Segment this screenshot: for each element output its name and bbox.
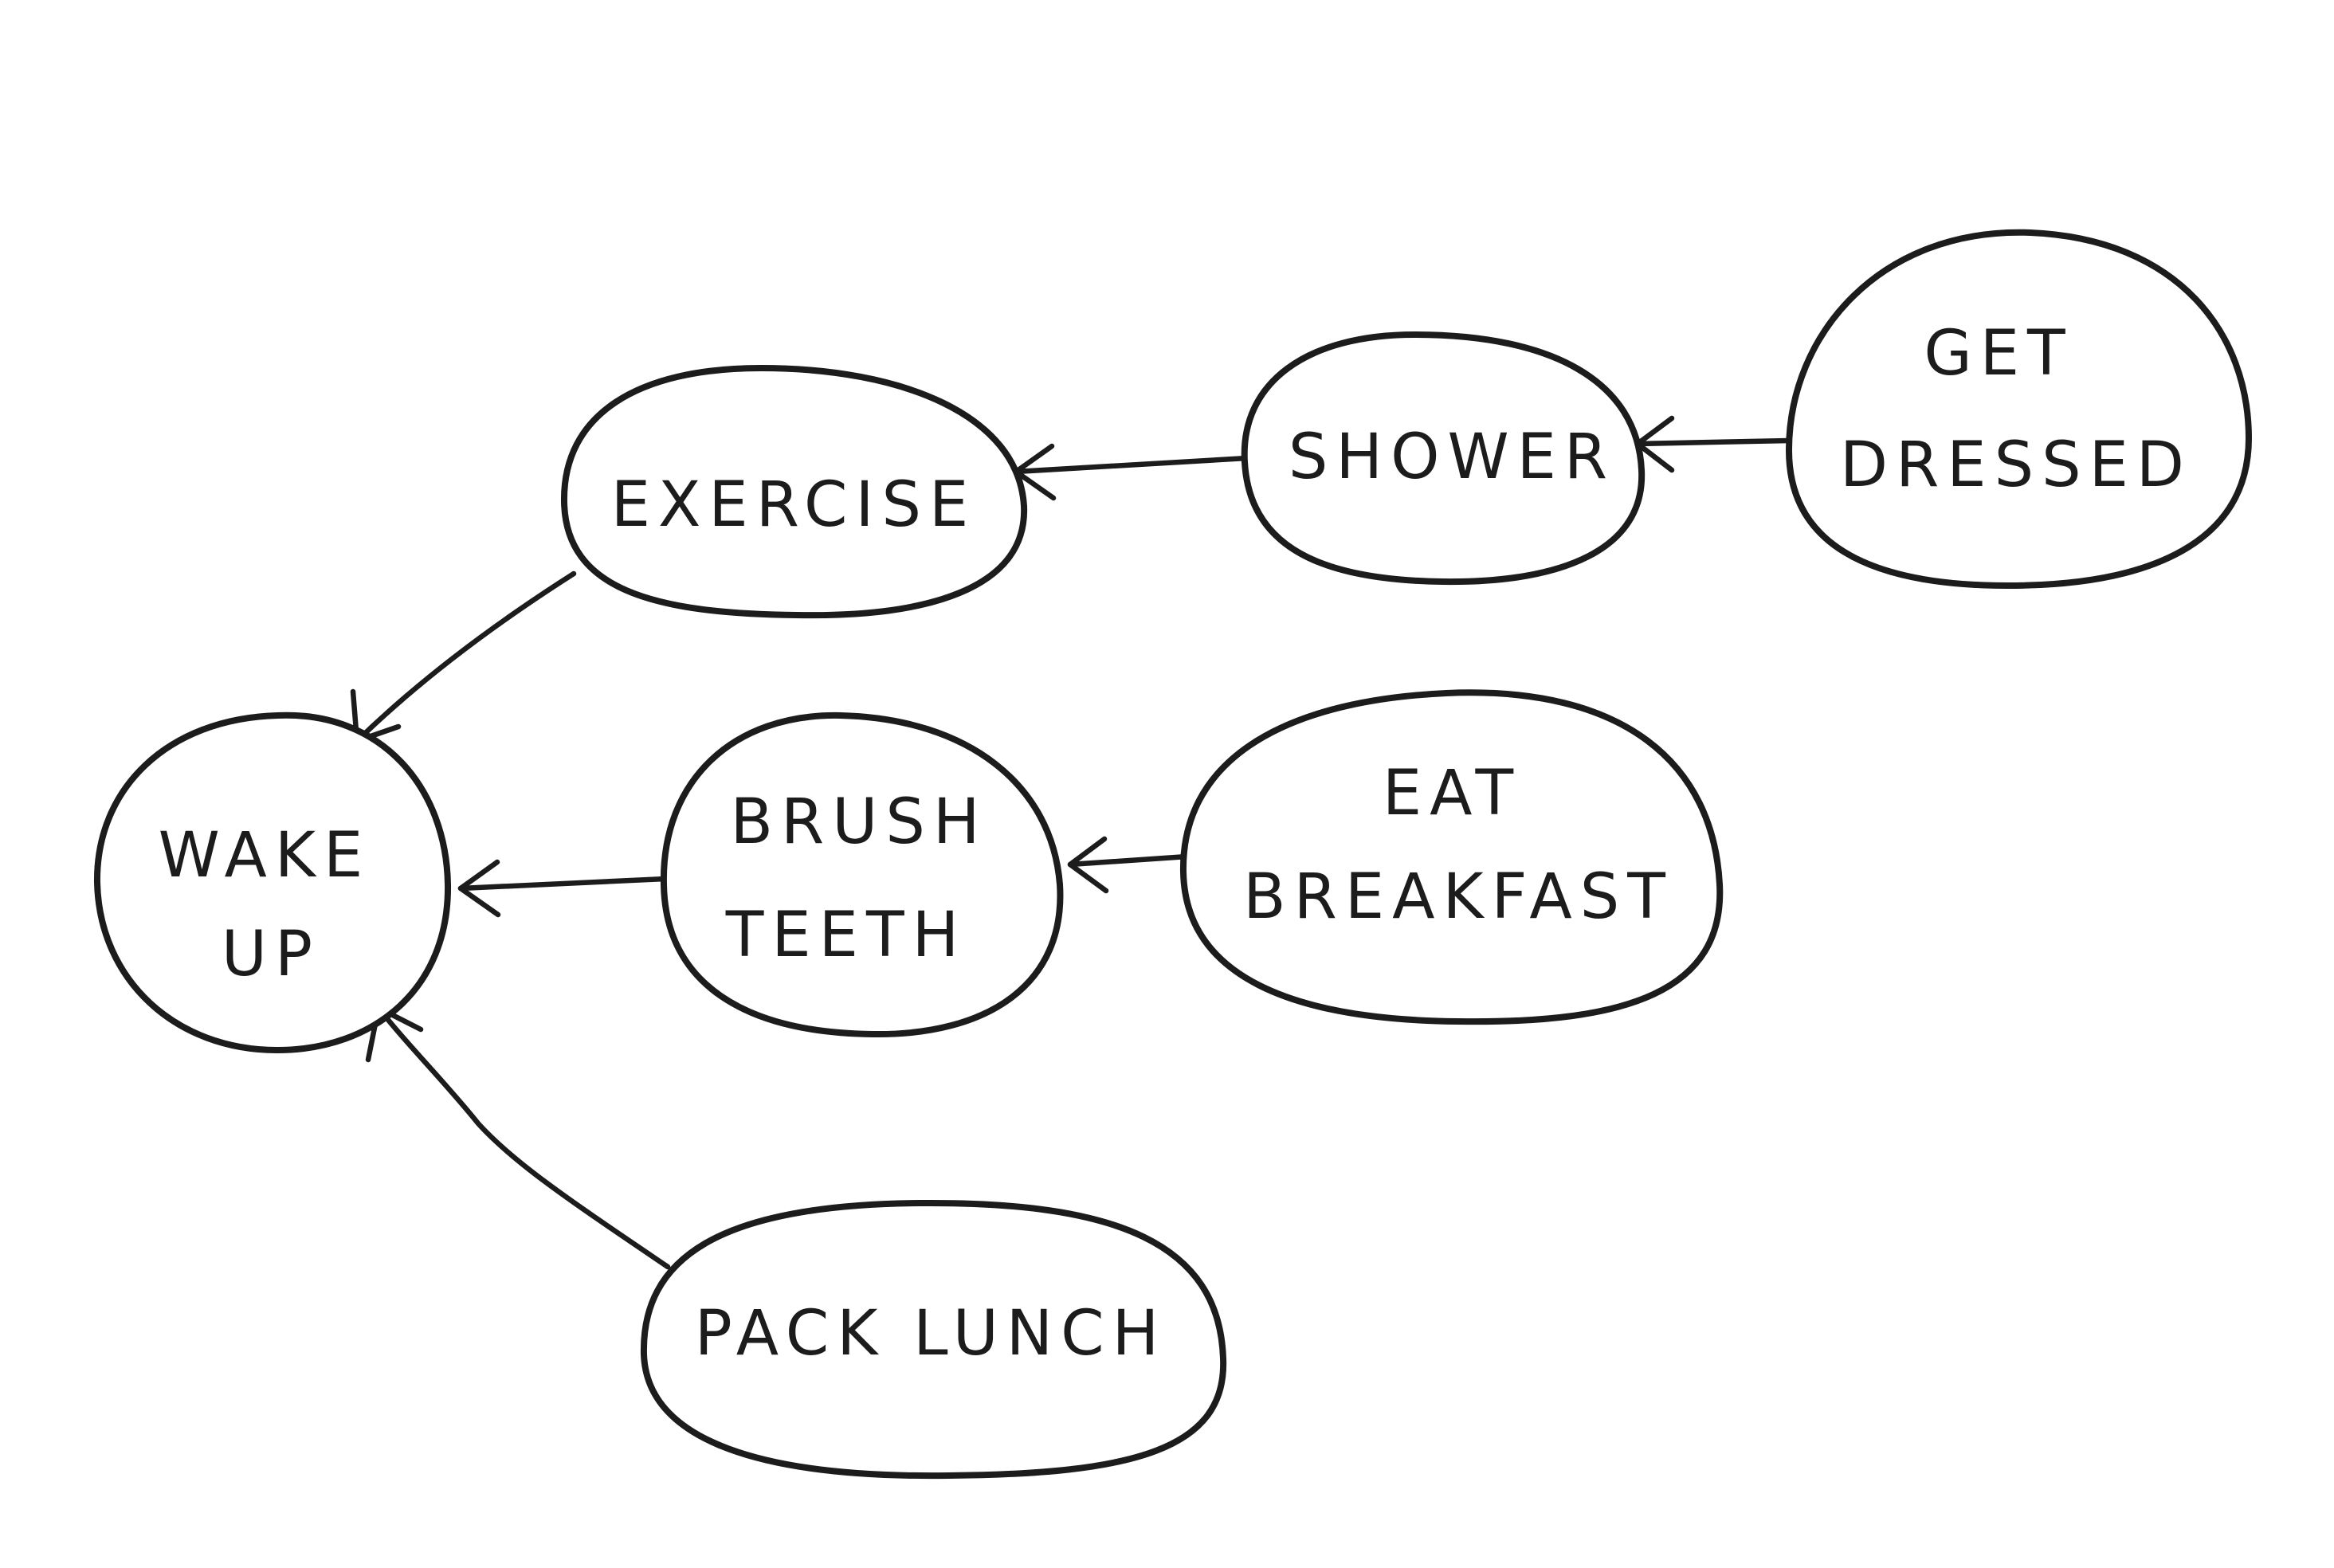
edge-brush-teeth-to-wake-up xyxy=(457,859,669,918)
node-exercise: EXERCISE xyxy=(560,365,1028,619)
node-label: GET xyxy=(1924,318,2073,390)
node-label: UP xyxy=(222,919,320,990)
node-label: BREAKFAST xyxy=(1243,861,1673,933)
node-label: BRUSH xyxy=(731,786,988,858)
node-outline xyxy=(640,1199,1227,1480)
node-wake-up: WAKE UP xyxy=(93,711,452,1053)
node-pack-lunch: PACK LUNCH xyxy=(640,1199,1227,1480)
node-brush-teeth: BRUSH TEETH xyxy=(660,711,1064,1038)
node-outline xyxy=(1786,229,2252,589)
node-label: PACK LUNCH xyxy=(695,1298,1167,1370)
nodes: WAKE UP EXERCISE SHOWER GET DRESSED BRUS… xyxy=(93,229,2252,1480)
edge-eat-breakfast-to-brush-teeth xyxy=(1067,836,1191,894)
node-outline xyxy=(660,711,1064,1038)
edge-pack-lunch-to-wake-up xyxy=(365,1005,671,1270)
node-outline xyxy=(1241,331,1646,586)
node-label: EXERCISE xyxy=(611,469,977,541)
node-label: WAKE xyxy=(159,820,371,892)
node-label: TEETH xyxy=(725,900,967,971)
node-label: SHOWER xyxy=(1289,421,1615,493)
edge-get-dressed-to-shower xyxy=(1634,415,1792,473)
edge-exercise-to-wake-up xyxy=(350,570,577,744)
node-eat-breakfast: EAT BREAKFAST xyxy=(1179,689,1724,1025)
arrowhead xyxy=(1067,836,1109,894)
node-outline xyxy=(560,365,1028,619)
node-label: DRESSED xyxy=(1840,429,2192,501)
node-outline xyxy=(1179,689,1724,1025)
node-shower: SHOWER xyxy=(1241,331,1646,586)
arrowhead xyxy=(457,859,501,918)
node-outline xyxy=(93,711,452,1053)
edge-shower-to-exercise xyxy=(1013,443,1250,501)
node-label: EAT xyxy=(1383,758,1521,829)
node-get-dressed: GET DRESSED xyxy=(1786,229,2252,589)
